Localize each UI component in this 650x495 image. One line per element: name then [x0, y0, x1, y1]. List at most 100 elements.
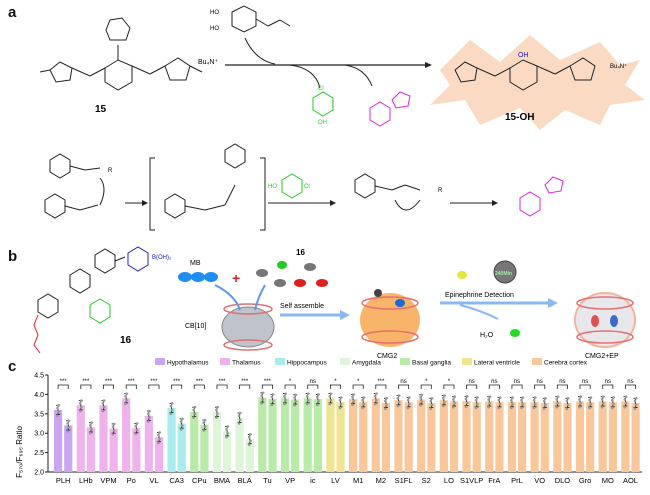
data-point — [305, 402, 309, 406]
data-point — [270, 403, 274, 407]
significance-bracket — [579, 384, 591, 389]
data-point — [329, 392, 333, 395]
data-point — [623, 398, 627, 401]
significance-bracket — [80, 384, 92, 389]
data-point — [57, 410, 60, 414]
data-point — [193, 405, 197, 409]
data-point — [216, 405, 219, 409]
data-point — [270, 395, 274, 399]
significance-label: ns — [627, 379, 633, 385]
data-point — [315, 395, 319, 399]
data-point — [339, 396, 343, 399]
data-point — [396, 404, 400, 408]
data-point — [520, 398, 523, 402]
data-point — [260, 402, 264, 405]
significance-bracket — [216, 384, 228, 389]
y-tick-label: 2.5 — [34, 450, 44, 457]
data-point — [284, 398, 287, 402]
significance-label: ns — [468, 379, 474, 385]
data-point — [135, 428, 139, 432]
data-point — [101, 402, 105, 405]
data-point — [90, 428, 93, 431]
bar-DLO-treated — [563, 402, 572, 472]
data-point — [542, 407, 546, 411]
data-point — [443, 394, 446, 397]
significance-bracket — [103, 384, 115, 389]
data-point — [420, 393, 424, 397]
x-tick-label: S2 — [422, 476, 431, 485]
data-point — [362, 402, 366, 406]
reaction-arrowhead — [425, 62, 432, 68]
x-tick-label: Tu — [263, 476, 271, 485]
y-tick-label: 4.5 — [34, 373, 44, 380]
data-point — [589, 402, 593, 406]
data-point — [373, 395, 377, 398]
data-point — [328, 402, 332, 406]
chlorophenol-oh: OH — [318, 120, 327, 126]
significance-bracket — [284, 384, 296, 389]
data-point — [612, 396, 615, 399]
compound-16-label: 16 — [120, 335, 132, 346]
data-point — [89, 431, 92, 435]
data-point — [497, 406, 501, 410]
data-point — [135, 422, 139, 425]
data-point — [373, 402, 377, 406]
data-point — [476, 402, 479, 406]
data-point — [397, 400, 401, 404]
bar-Tu-control — [258, 397, 267, 472]
counterion-15: Bu₄N⁺ — [198, 59, 218, 66]
bar-M1-treated — [359, 402, 368, 472]
mb-insert-arrow — [214, 284, 241, 311]
significance-label: *** — [60, 379, 68, 385]
mechanism-intermediate — [164, 143, 246, 219]
data-point — [125, 392, 129, 395]
data-point — [407, 396, 411, 399]
data-point — [579, 402, 582, 405]
significance-bracket — [488, 384, 500, 389]
bar-LV-treated — [336, 402, 345, 472]
data-point — [80, 399, 83, 402]
water-release-arrow — [459, 304, 499, 320]
significance-label: ns — [514, 379, 520, 385]
x-tick-label: Gro — [579, 476, 592, 485]
data-point — [623, 405, 627, 409]
bar-MO-control — [598, 401, 607, 472]
compound-15-structure — [39, 17, 203, 91]
data-point — [612, 402, 615, 406]
data-point — [511, 396, 514, 399]
significance-bracket — [125, 384, 137, 389]
data-point — [588, 398, 591, 402]
data-point — [134, 432, 138, 436]
data-point — [247, 443, 251, 447]
data-point — [317, 393, 320, 396]
data-point — [352, 393, 355, 396]
cb10-cage — [221, 303, 275, 351]
data-point — [532, 406, 536, 410]
data-point — [111, 425, 115, 428]
data-point — [307, 392, 310, 395]
bar-VL-control — [144, 415, 153, 472]
bar-S1VLP-treated — [472, 402, 481, 472]
data-point — [465, 395, 469, 398]
significance-markers: *******************************ns*****ns… — [57, 379, 636, 389]
data-point — [430, 403, 434, 407]
data-point — [305, 395, 309, 398]
data-point — [216, 412, 219, 416]
data-point — [57, 403, 60, 407]
epi-ho-1: HO — [210, 10, 219, 16]
data-point — [80, 405, 83, 409]
data-point — [565, 399, 569, 403]
y-tick-label: 4.0 — [34, 392, 44, 399]
data-point — [284, 392, 287, 395]
x-tick-label: LHb — [79, 476, 93, 485]
data-point — [328, 395, 332, 398]
significance-bracket — [57, 384, 69, 389]
cmg2-complex — [360, 289, 420, 347]
bar-M2-treated — [381, 402, 391, 472]
released-fluorophore — [510, 329, 520, 337]
significance-label: *** — [196, 379, 204, 385]
significance-label: *** — [219, 379, 227, 385]
bar-PLH-control — [54, 409, 63, 472]
mech-r-1: R — [108, 168, 113, 174]
bar-VL-treated — [154, 437, 164, 472]
